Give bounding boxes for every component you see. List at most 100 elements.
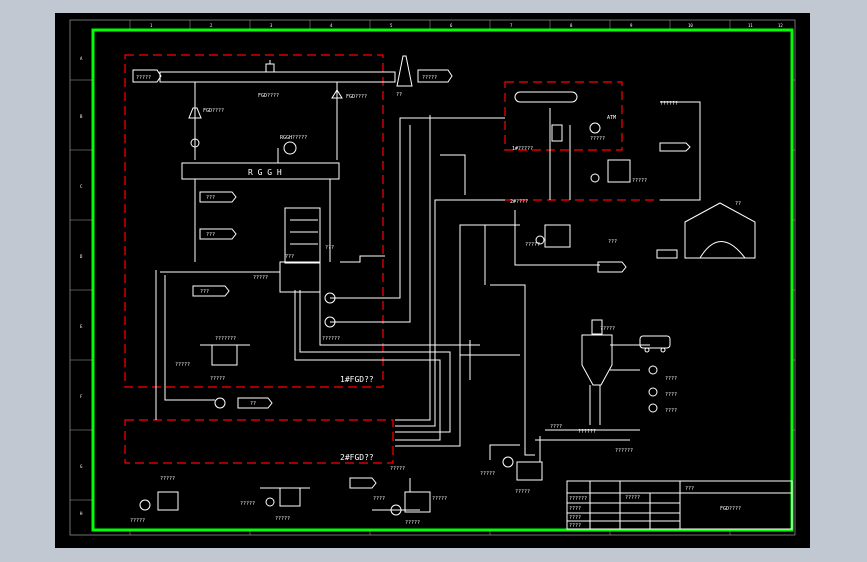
bottom-input-arrow	[349, 477, 377, 489]
label-feed-b: ????	[665, 408, 677, 414]
gypsum-cyclone	[551, 124, 563, 142]
label-gypsum-store: ??	[735, 201, 741, 207]
ruler-labels: 1 2 3 4 5 6 7 8 9 10 11 12 A B C D E F G…	[80, 23, 783, 516]
ruler-label-11: 11	[748, 23, 753, 28]
label-input-3: ???	[200, 289, 209, 295]
title-block-sub: ?????	[625, 495, 640, 501]
filtrate-tank	[607, 159, 631, 183]
fgd-inlet-damper-icon	[188, 107, 202, 119]
label-silo: ????	[665, 376, 677, 382]
label-limestone-tank: ???????	[215, 336, 236, 342]
label-supply: ?????	[432, 496, 447, 502]
outlet-arrow	[417, 69, 453, 83]
label-filtrate-tank: ?????	[590, 136, 605, 142]
label-vacuum-belt: 1#?????	[512, 146, 533, 152]
bottom-tank-a	[157, 491, 179, 511]
gypsum-storehouse	[684, 202, 756, 259]
ruler-label-9: 9	[630, 23, 633, 28]
ruler-side-C: C	[80, 184, 83, 189]
title-block-title: FGD????	[720, 506, 741, 512]
ruler-ticks	[70, 20, 795, 535]
ruler-label-2: 2	[210, 23, 213, 28]
label-truck: ???	[608, 239, 617, 245]
drawing-sheet	[55, 13, 810, 548]
label-rggh-blower: RGGH?????	[280, 135, 307, 141]
title-block-row-3: ????	[569, 515, 581, 521]
label-limestone-pump: ?????	[175, 362, 190, 368]
label-unit2: 2#FGD??	[340, 453, 374, 462]
chimney	[396, 55, 413, 87]
ruler-label-8: 8	[570, 23, 573, 28]
label-clean: ??????	[578, 429, 596, 435]
title-block-row-2: ????	[569, 506, 581, 512]
label-drain: ?????	[405, 520, 420, 526]
absorber-tower	[284, 207, 321, 264]
rggh-blower-icon	[283, 141, 297, 155]
label-mill: ????	[550, 424, 562, 430]
ruler-label-5: 5	[390, 23, 393, 28]
input-arrow-3	[192, 285, 230, 297]
vacuum-belt-filter	[514, 91, 578, 103]
label-mist: ???	[325, 245, 334, 251]
unit2-boundary	[124, 419, 394, 464]
label-input-4: ??	[250, 401, 256, 407]
label-ox-air: ???	[285, 254, 294, 260]
ruler-side-B: B	[80, 114, 83, 119]
input-arrow-4	[237, 397, 273, 409]
bulldozer	[656, 249, 678, 259]
label-rggh: R G G H	[248, 168, 282, 177]
drawing-frame-green	[91, 28, 794, 532]
mill-pump-2	[648, 387, 658, 397]
label-outlet-flue-gas: ?????	[422, 75, 437, 81]
label-bottom-tank-3: ?????	[240, 501, 255, 507]
rggh-box	[181, 162, 340, 180]
ruler-side-H: H	[80, 511, 83, 516]
label-waste-water: ??????	[660, 101, 678, 107]
label-fgd-outlet: FGD????	[346, 94, 367, 100]
ruler-side-F: F	[80, 394, 83, 399]
fgd-outlet-damper-icon	[331, 89, 343, 99]
ruler-label-7: 7	[510, 23, 513, 28]
ruler-label-10: 10	[688, 23, 693, 28]
input-arrow-1	[199, 191, 237, 203]
ruler-side-G: G	[80, 464, 83, 469]
tanker-truck	[639, 335, 671, 349]
waste-water-tank	[404, 491, 431, 513]
hydrocyclone-tank	[544, 224, 571, 248]
ruler-label-12: 12	[778, 23, 783, 28]
mill-pump-3	[648, 403, 658, 413]
ruler-label-1: 1	[150, 23, 153, 28]
label-unit1: 1#FGD??	[340, 375, 374, 384]
ruler-label-3: 3	[270, 23, 273, 28]
label-input-1: ???	[206, 195, 215, 201]
waste-water-arrow	[659, 142, 691, 152]
label-bottom-tank-2: ?????	[160, 476, 175, 482]
label-pump-b: ?????	[515, 489, 530, 495]
label-slurry-pump: ?????	[210, 376, 225, 382]
filtrate-pump-icon	[590, 173, 600, 183]
unit1-boundary	[124, 54, 384, 388]
label-atm: ATM	[607, 115, 616, 121]
label-bottom-tank-5: ?????	[390, 466, 405, 472]
label-pump-c: ?????	[525, 242, 540, 248]
label-absorber: ?????	[253, 275, 268, 281]
ruler-label-6: 6	[450, 23, 453, 28]
label-circulation-pump: ??????	[322, 336, 340, 342]
title-block-header: ???	[685, 486, 694, 492]
label-water: ????	[373, 496, 385, 502]
booster-fan-icon	[190, 138, 200, 148]
ruler-label-4: 4	[330, 23, 333, 28]
vacuum-pump-icon	[589, 122, 601, 134]
label-fgd-inlet: FGD????	[203, 108, 224, 114]
slurry-outlet-arrow	[597, 261, 627, 273]
label-inlet-flue-gas: ?????	[136, 75, 151, 81]
label-filtrate-pump: ?????	[632, 178, 647, 184]
slurry-tank-bottom	[516, 461, 543, 481]
label-chem: ??????	[615, 448, 633, 454]
mill-pump-1	[648, 365, 658, 375]
title-block-row-1: ??????	[569, 496, 587, 502]
ruler-side-E: E	[80, 324, 83, 329]
outer-frame	[69, 19, 796, 536]
label-hopper-top: ?????	[600, 326, 615, 332]
